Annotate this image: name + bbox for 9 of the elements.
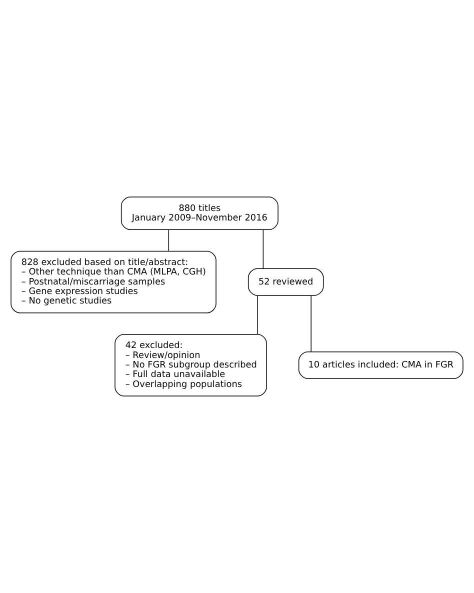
node-box: 52 reviewed	[248, 268, 324, 296]
node-box: 42 excluded: – Review/opinion – No FGR subgroup described – Full data unavailable – Overlapping populations	[114, 334, 267, 396]
node-box: 880 titles January 2009–November 2016	[120, 196, 278, 230]
connector	[168, 230, 170, 252]
connector	[310, 295, 312, 352]
connector	[262, 230, 264, 269]
node-box: 828 excluded based on title/abstract: – Other technique than CMA (MLPA, CGH) – Postnatal/miscarriage samples – Gene expression studies – No genetic studies	[10, 250, 216, 314]
node-box: 10 articles included: CMA in FGR	[298, 351, 464, 379]
connector	[257, 295, 258, 335]
